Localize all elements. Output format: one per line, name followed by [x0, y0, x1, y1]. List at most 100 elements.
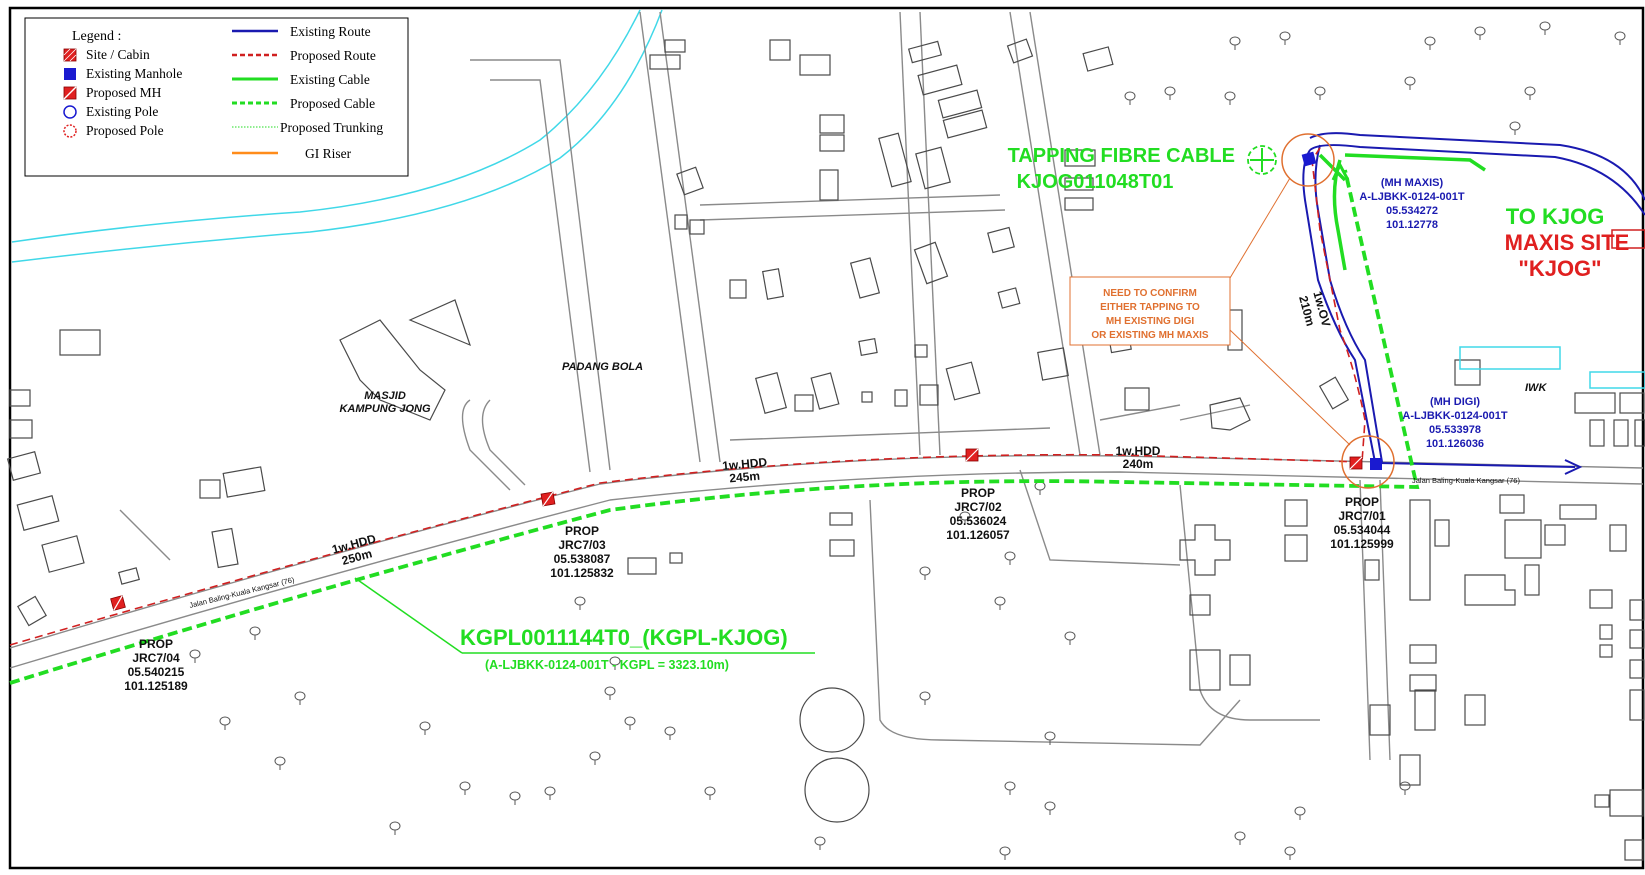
buildings	[6, 38, 1645, 861]
legend-symbol-site-cabin: Site / Cabin	[63, 47, 150, 62]
legend-line-label: Proposed Cable	[290, 96, 375, 111]
tree-symbol	[1229, 36, 1241, 46]
legend-symbol-label: Site / Cabin	[86, 47, 150, 62]
prop-3-lon: 101.125832	[550, 566, 614, 580]
tree-symbol	[589, 751, 601, 761]
tree-symbol	[1314, 86, 1326, 96]
legend-line-label: Proposed Route	[290, 48, 376, 63]
tree-symbol	[419, 721, 431, 731]
mh-maxis-id: A-LJBKK-0124-001T	[1359, 191, 1464, 203]
cable-name: KGPL0011144T0_(KGPL-KJOG)	[460, 625, 788, 650]
tree-symbol	[604, 686, 616, 696]
tree-symbol	[919, 566, 931, 576]
legend-symbol-label: Proposed Pole	[86, 123, 164, 138]
prop-4-id: JRC7/04	[132, 651, 180, 665]
river	[11, 9, 663, 263]
tree-symbol	[509, 791, 521, 801]
tree-symbol	[1004, 551, 1016, 561]
tree-symbol	[1294, 806, 1306, 816]
tree-symbol	[1284, 846, 1296, 856]
tree-symbol	[1279, 31, 1291, 41]
tree-symbol	[189, 649, 201, 659]
tree-symbol	[624, 716, 636, 726]
roads	[9, 11, 1644, 761]
maxis-site-code: "KJOG"	[1518, 256, 1601, 281]
segment-2-method: 1w.HDD	[722, 455, 768, 473]
tree-symbol	[1524, 86, 1536, 96]
tree-symbol	[1034, 481, 1046, 491]
tree-symbol	[814, 836, 826, 846]
tree-symbol	[1614, 31, 1626, 41]
prop-3-prefix: PROP	[565, 524, 599, 538]
tree-symbol	[1164, 86, 1176, 96]
proposed-mh-jrc7-04	[110, 595, 126, 611]
prop-2-id: JRC7/02	[954, 500, 1002, 514]
tree-symbol	[1539, 21, 1551, 31]
proposed-mh-jrc7-01	[1349, 456, 1363, 470]
note-line4: OR EXISTING MH MAXIS	[1091, 330, 1209, 341]
tree-symbol	[994, 596, 1006, 606]
road-label-east: Jalan Baling-Kuala Kangsar (76)	[1412, 476, 1520, 485]
legend-box	[24, 17, 409, 177]
mh-maxis-lon: 101.12778	[1386, 219, 1438, 231]
segment-2-length: 245m	[729, 469, 761, 486]
legend-line-existing-cable: Existing Cable	[232, 72, 370, 87]
prop-2-lon: 101.126057	[946, 528, 1010, 542]
cable-detail: (A-LJBKK-0124-001T - KGPL = 3323.10m)	[485, 658, 729, 672]
prop-4-lat: 05.540215	[128, 665, 185, 679]
legend-line-label: Existing Route	[290, 24, 371, 39]
tapping-symbol	[1247, 145, 1277, 175]
segment-3-method: 1w.HDD	[1116, 444, 1161, 458]
prop-1-prefix: PROP	[1345, 495, 1379, 509]
legend-line-proposed-cable: Proposed Cable	[232, 96, 375, 111]
tree-symbol	[249, 626, 261, 636]
tree-symbol	[1404, 76, 1416, 86]
tree-symbol	[704, 786, 716, 796]
mh-maxis-lat: 05.534272	[1386, 205, 1438, 217]
tree-symbol	[219, 716, 231, 726]
existing-manhole-icon	[64, 68, 76, 80]
prop-3-lat: 05.538087	[554, 552, 611, 566]
existing-route	[1302, 132, 1645, 475]
tree-symbol	[1064, 631, 1076, 641]
prop-4-lon: 101.125189	[124, 679, 188, 693]
prop-2-lat: 05.536024	[950, 514, 1007, 528]
existing-pole-icon	[63, 105, 77, 119]
prop-2-prefix: PROP	[961, 486, 995, 500]
segment-3-length: 240m	[1123, 457, 1154, 471]
tree-symbol	[1044, 731, 1056, 741]
cable-leader-line	[354, 577, 463, 654]
legend-symbol-label: Existing Pole	[86, 104, 158, 119]
place-masjid-line1: MASJID	[364, 390, 406, 402]
tree-symbol	[919, 691, 931, 701]
tapping-code: KJOG011048T01	[1017, 171, 1174, 193]
tree-symbol	[1234, 831, 1246, 841]
tree-symbol	[459, 781, 471, 791]
legend-line-gi-riser: GI Riser	[232, 146, 352, 161]
legend-symbol-existing-pole: Existing Pole	[63, 104, 158, 119]
tree-symbol	[999, 846, 1011, 856]
legend-title: Legend :	[72, 29, 121, 44]
legend-line-proposed-route: Proposed Route	[232, 48, 376, 63]
legend-symbol-label: Existing Manhole	[86, 66, 182, 81]
legend-symbol-proposed-pole: Proposed Pole	[63, 123, 164, 138]
legend-symbol-proposed-mh: Proposed MH	[63, 85, 162, 100]
existing-manhole-maxis	[1301, 151, 1317, 167]
maxis-site-title: MAXIS SITE	[1505, 230, 1630, 255]
note-line1: NEED TO CONFIRM	[1103, 288, 1197, 299]
tree-symbol	[1509, 121, 1521, 131]
proposed-mh-markers	[110, 448, 1363, 611]
legend-line-label: GI Riser	[305, 146, 352, 161]
note-line2: EITHER TAPPING TO	[1100, 302, 1200, 313]
legend-line-label: Existing Cable	[290, 72, 370, 87]
tree-symbol	[1004, 781, 1016, 791]
note-callouts	[1069, 133, 1395, 489]
mh-digi-lat: 05.533978	[1429, 424, 1481, 436]
legend-symbol-existing-manhole: Existing Manhole	[64, 66, 182, 81]
tree-symbol	[1044, 801, 1056, 811]
mh-digi-title: (MH DIGI)	[1430, 396, 1480, 408]
prop-1-id: JRC7/01	[1338, 509, 1386, 523]
existing-manhole-digi	[1370, 458, 1382, 470]
